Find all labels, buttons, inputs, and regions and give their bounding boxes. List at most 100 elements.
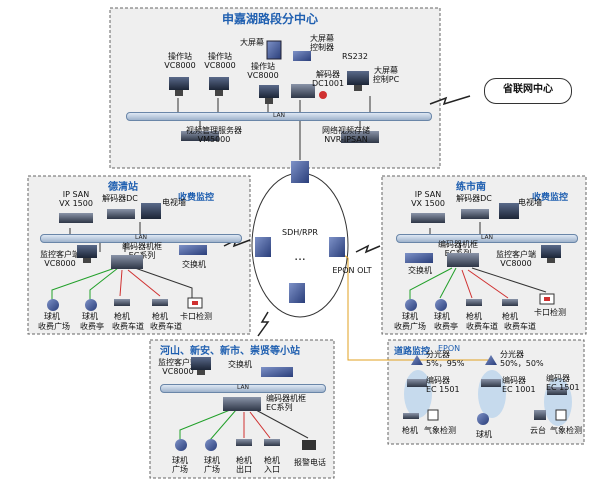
bayonet-detector-icon bbox=[187, 297, 203, 309]
client-pc-icon bbox=[191, 357, 211, 375]
splitter-icon bbox=[411, 355, 423, 365]
dome-camera-icon bbox=[47, 299, 59, 311]
bayonet-detector-icon bbox=[539, 293, 555, 305]
rs232-label: RS232 bbox=[342, 52, 368, 61]
client-pc-icon bbox=[541, 245, 561, 263]
lightning-icon-right bbox=[355, 244, 381, 254]
road-dome: 球机 bbox=[476, 430, 492, 439]
lightning-icon-left bbox=[223, 238, 251, 248]
encoder-icon bbox=[407, 379, 427, 387]
epon-olt-icon bbox=[329, 237, 345, 257]
deqing-tvwall-label: 电视墙 bbox=[162, 198, 186, 207]
deqing-gun2: 枪机 bbox=[152, 312, 168, 321]
ptz-icon bbox=[534, 410, 546, 420]
gun-camera-icon bbox=[152, 299, 168, 306]
small-lan: LAN bbox=[160, 384, 326, 393]
operator-station-icon bbox=[169, 77, 189, 96]
lianshi-dome1: 球机 bbox=[402, 312, 418, 321]
small-device-4: 报警电话 bbox=[294, 458, 326, 467]
deqing-title: 德清站 bbox=[108, 182, 138, 193]
deqing-bottom-0: 收费广场 bbox=[38, 322, 70, 331]
lianshi-bottom-2: 收费车道 bbox=[466, 322, 498, 331]
lianshi-switch-label: 交换机 bbox=[408, 266, 432, 275]
tv-wall-icon bbox=[141, 203, 161, 219]
dome-camera-icon bbox=[477, 413, 489, 425]
dome-camera-icon bbox=[205, 439, 217, 451]
weather-sensor-icon bbox=[427, 409, 439, 421]
lianshi-tvwall-label: 电视墙 bbox=[518, 198, 542, 207]
small-device-0: 球机广场 bbox=[172, 456, 188, 474]
deqing-bayonet: 卡口检测 bbox=[180, 312, 212, 321]
big-screen-icon bbox=[266, 40, 282, 60]
lianshi-bottom-0: 收费广场 bbox=[394, 322, 426, 331]
lianshi-title: 练市南 bbox=[456, 182, 486, 193]
operator-station-icon bbox=[259, 85, 279, 104]
lianshi-bayonet: 卡口检测 bbox=[534, 308, 566, 317]
decoder-icon bbox=[291, 84, 315, 98]
lightning-icon-bottom bbox=[257, 311, 270, 337]
dome-camera-icon bbox=[175, 439, 187, 451]
control-pc-icon bbox=[347, 71, 369, 91]
lianshi-lan: LAN bbox=[396, 234, 578, 243]
lianshi-bottom-1: 收费亭 bbox=[434, 322, 458, 331]
alarm-phone-icon bbox=[302, 440, 316, 450]
screen-controller-icon bbox=[293, 51, 311, 61]
road-weather2: 气象检测 bbox=[550, 426, 582, 435]
deqing-lan: LAN bbox=[40, 234, 242, 243]
epon-olt-label: EPON OLT bbox=[332, 266, 372, 275]
road-ptz: 云台 bbox=[530, 426, 546, 435]
road-epon: EPON bbox=[438, 344, 461, 353]
lianshi-toll: 收费监控 bbox=[532, 193, 569, 203]
client-pc-icon bbox=[77, 245, 97, 263]
lianshi-dome2: 球机 bbox=[434, 312, 450, 321]
gun-camera-icon bbox=[114, 299, 130, 306]
ring-node-icon bbox=[255, 237, 271, 257]
ipsan-icon bbox=[59, 213, 93, 223]
encoder-icon bbox=[547, 387, 567, 395]
lianshi-gun2: 枪机 bbox=[502, 312, 518, 321]
province-center: 省联网中心 bbox=[484, 78, 572, 104]
small-title: 河山、新安、新市、崇贤等小站 bbox=[160, 346, 300, 357]
lianshi-bottom-3: 收费车道 bbox=[504, 322, 536, 331]
dome-camera-icon bbox=[85, 299, 97, 311]
ipsan-icon bbox=[411, 213, 445, 223]
small-device-2: 枪机出口 bbox=[236, 456, 252, 474]
small-device-3: 枪机入口 bbox=[264, 456, 280, 474]
dome-camera-icon bbox=[435, 299, 447, 311]
nvr-icon bbox=[341, 131, 379, 143]
small-switch-label: 交换机 bbox=[228, 360, 252, 369]
deqing-bottom-1: 收费亭 bbox=[80, 322, 104, 331]
center-lan: LAN bbox=[126, 112, 432, 121]
lightning-icon-province bbox=[429, 95, 471, 106]
gun-camera-icon bbox=[264, 439, 280, 446]
vm-server-icon bbox=[181, 131, 219, 141]
gun-camera-icon bbox=[502, 299, 518, 306]
alarm-light-icon bbox=[319, 91, 327, 99]
deqing-decoder-label: 解码器DC bbox=[102, 194, 138, 203]
ring-label: SDH/RPR bbox=[282, 228, 318, 237]
gun-camera-icon bbox=[466, 299, 482, 306]
switch-icon bbox=[405, 253, 433, 263]
decoder-icon bbox=[461, 209, 489, 219]
lianshi-gun1: 枪机 bbox=[466, 312, 482, 321]
deqing-gun1: 枪机 bbox=[114, 312, 130, 321]
switch-icon bbox=[261, 367, 293, 377]
lianshi-decoder-label: 解码器DC bbox=[456, 194, 492, 203]
tv-wall-icon bbox=[499, 203, 519, 219]
encoder-icon bbox=[481, 379, 501, 387]
deqing-bottom-3: 收费车道 bbox=[150, 322, 182, 331]
deqing-toll: 收费监控 bbox=[178, 193, 215, 203]
deqing-bottom-2: 收费车道 bbox=[112, 322, 144, 331]
